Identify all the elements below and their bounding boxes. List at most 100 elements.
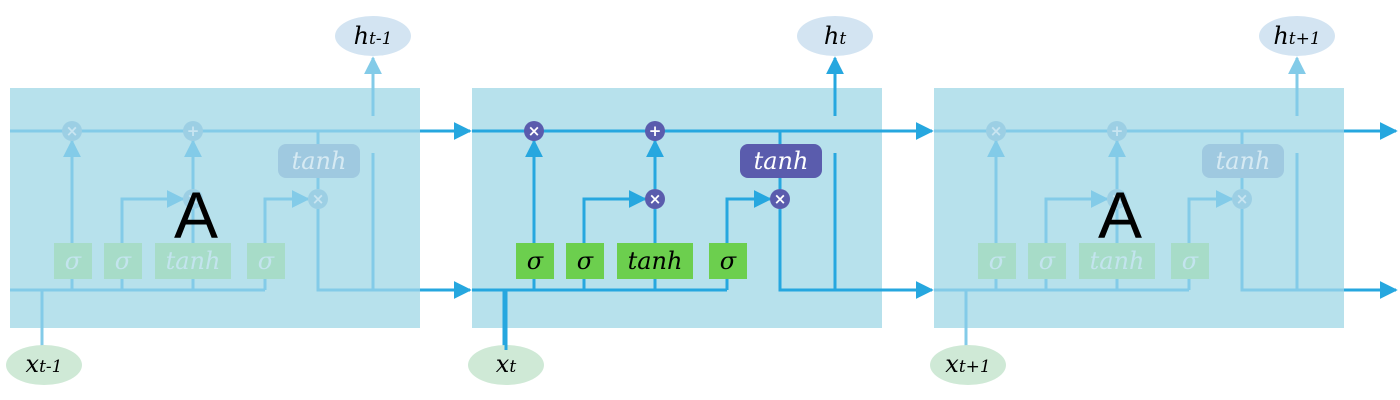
gate-label-1: σ [989,247,1006,275]
cell-label: A [174,178,218,252]
input-multiply-icon [1107,189,1127,209]
hidden-output-line [1240,209,1344,292]
input-ellipse [6,345,82,385]
output-node: ht+1 [1259,16,1335,56]
output-node: ht [797,16,873,56]
forget-multiply-icon [986,121,1006,141]
cell-label: A [1098,178,1142,252]
output-label-sub: t-1 [369,29,392,49]
hidden-output-line [778,209,882,292]
forget-multiply-icon [62,121,82,141]
input-node: xt+1 [930,345,1006,385]
input-ellipse [468,345,544,385]
add-icon [183,121,203,141]
input-multiply-icon-symbol: × [1111,190,1124,208]
gate-box-1 [516,243,554,279]
cell-tanh-label: tanh [1216,147,1271,175]
cell-tanh-label: tanh [754,147,809,175]
output-label-main: h [824,22,839,50]
input-gate-line [1044,190,1109,243]
input-label-main: x [945,350,959,378]
output-multiply-icon [308,189,328,209]
output-ellipse [335,16,411,56]
input-multiply-icon-symbol: × [649,190,662,208]
output-multiply-icon-symbol: × [312,190,325,208]
output-label: ht+1 [1273,22,1320,50]
gate-label-3: tanh [628,247,683,275]
gate-box-2 [566,243,604,279]
gate-box-3 [155,243,231,279]
gate-label-1: σ [527,247,544,275]
add-icon-symbol: + [649,122,662,140]
gate-box-1 [54,243,92,279]
gate-label-3: tanh [1090,247,1145,275]
input-label: xt-1 [26,350,63,378]
input-gate-line [582,190,647,243]
add-icon [645,121,665,141]
gate-box-1 [978,243,1016,279]
input-node: xt [468,345,544,385]
gate-label-2: σ [115,247,132,275]
add-icon [1107,121,1127,141]
output-multiply-icon [1232,189,1252,209]
input-label-sub: t-1 [39,357,62,377]
hidden-output-line [316,209,420,292]
forget-multiply-icon-symbol: × [990,122,1003,140]
gate-label-4: σ [720,247,737,275]
add-icon-symbol: + [187,122,200,140]
cell-tanh-box [278,144,360,178]
output-node: ht-1 [335,16,411,56]
gate-box-2 [104,243,142,279]
gate-box-4 [1171,243,1209,279]
gate-box-4 [247,243,285,279]
output-gate-line [1187,190,1234,243]
output-label: ht-1 [354,22,393,50]
cell-tanh-label: tanh [292,147,347,175]
output-label-main: h [1273,22,1288,50]
gate-box-2 [1028,243,1066,279]
output-gate-line [725,190,772,243]
input-label: xt [496,350,517,378]
connection-lines [420,122,1398,299]
input-multiply-icon [183,189,203,209]
input-label: xt+1 [945,350,990,378]
output-multiply-icon-symbol: × [774,190,787,208]
gate-label-1: σ [65,247,82,275]
gate-label-3: tanh [166,247,221,275]
input-multiply-icon [645,189,665,209]
input-label-main: x [26,350,40,378]
input-gate-line [120,190,185,243]
cell-tanh-box [740,144,822,178]
output-ellipse [1259,16,1335,56]
input-multiply-icon-symbol: × [187,190,200,208]
input-label-main: x [496,350,510,378]
gate-box-3 [617,243,693,279]
gate-label-2: σ [577,247,594,275]
input-ellipse [930,345,1006,385]
forget-multiply-icon-symbol: × [528,122,541,140]
add-icon-symbol: + [1111,122,1124,140]
output-ellipse [797,16,873,56]
gate-label-4: σ [1182,247,1199,275]
input-label-sub: t [509,357,516,377]
gate-label-2: σ [1039,247,1056,275]
output-label: ht [824,22,846,50]
output-multiply-icon [770,189,790,209]
output-gate-line [263,190,310,243]
forget-multiply-icon-symbol: × [66,122,79,140]
input-node: xt-1 [6,345,82,385]
output-label-main: h [354,22,369,50]
cell-tanh-box [1202,144,1284,178]
output-multiply-icon-symbol: × [1236,190,1249,208]
input-label-sub: t+1 [959,357,991,377]
gate-label-4: σ [258,247,275,275]
output-label-sub: t [839,29,846,49]
gate-box-4 [709,243,747,279]
forget-multiply-icon [524,121,544,141]
output-label-sub: t+1 [1289,29,1321,49]
